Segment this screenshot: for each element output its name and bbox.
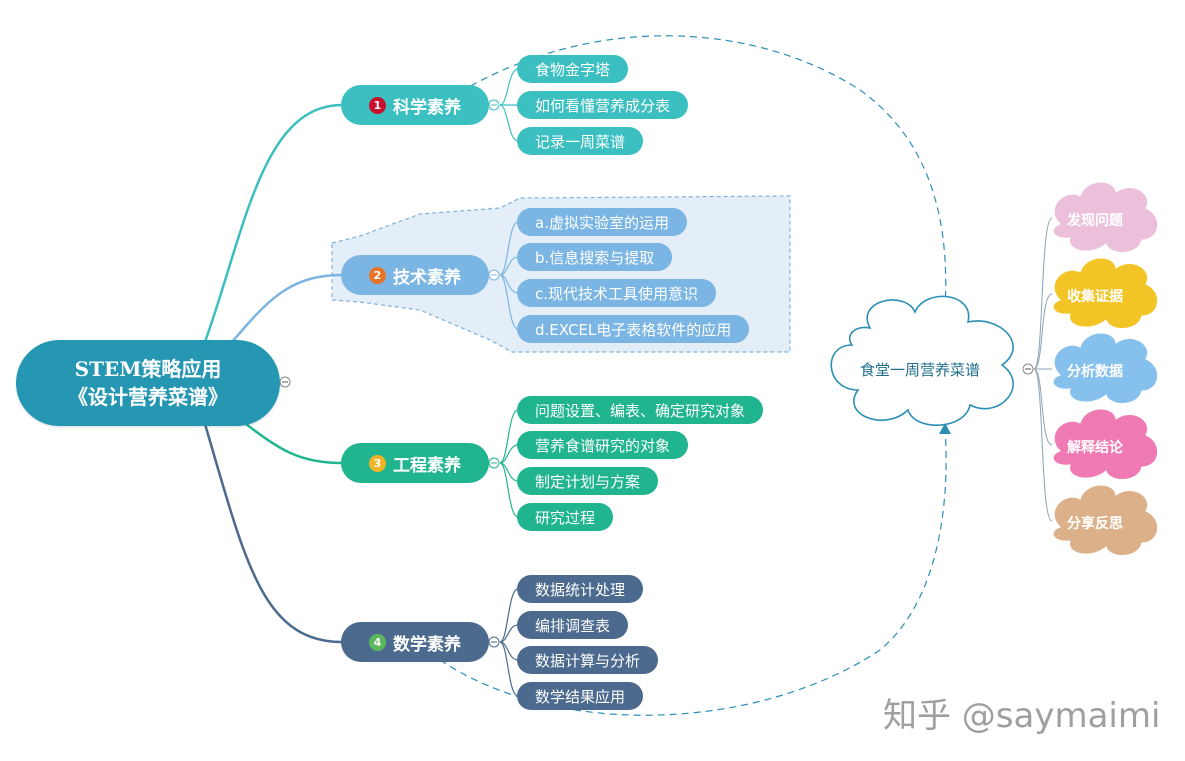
branch-label: 数学素养 (393, 634, 461, 655)
step-label-5[interactable]: 分享反思 (1067, 516, 1123, 532)
step-label-2[interactable]: 收集证据 (1067, 289, 1123, 305)
collapse-toggle-engineering[interactable] (488, 457, 500, 469)
collapse-toggle-tech[interactable] (488, 269, 500, 281)
step-label-1[interactable]: 发现问题 (1067, 213, 1123, 229)
branch-science[interactable]: 1 科学素养 (341, 85, 489, 125)
connectors-math (499, 588, 519, 697)
number-badge-icon: 2 (369, 266, 386, 284)
connectors-steps (1033, 217, 1053, 522)
number-badge-icon: 3 (369, 454, 386, 472)
center-cloud-label[interactable]: 食堂一周营养菜谱 (860, 361, 981, 379)
leaf-science-3[interactable]: 记录一周菜谱 (517, 127, 644, 155)
leaf-tech-4[interactable]: d.EXCEL电子表格软件的应用 (517, 315, 750, 343)
number-badge-icon: 4 (369, 633, 386, 651)
leaf-engineering-3[interactable]: 制定计划与方案 (517, 467, 659, 495)
connectors-science (499, 68, 519, 142)
leaf-science-1[interactable]: 食物金字塔 (517, 55, 629, 83)
step-label-3[interactable]: 分析数据 (1067, 364, 1123, 380)
connectors-tech (499, 221, 519, 330)
leaf-tech-1[interactable]: a.虚拟实验室的运用 (517, 208, 687, 236)
leaf-math-1[interactable]: 数据统计处理 (517, 575, 644, 603)
collapse-toggle-cloud[interactable] (1022, 363, 1034, 375)
collapse-toggle-root[interactable] (279, 376, 291, 388)
watermark: 知乎 @saymaimi (883, 696, 1161, 736)
branch-math[interactable]: 4 数学素养 (341, 622, 489, 662)
connector-root-tech (231, 273, 343, 343)
collapse-toggle-science[interactable] (488, 99, 500, 111)
leaf-math-2[interactable]: 编排调查表 (517, 611, 629, 639)
root-title-line1: STEM策略应用 (74, 357, 222, 381)
step-cloud-3 (1052, 332, 1158, 404)
arrow-head-bottom (939, 423, 951, 434)
leaf-engineering-4[interactable]: 研究过程 (517, 503, 614, 531)
leaf-engineering-1[interactable]: 问题设置、编表、确定研究对象 (517, 396, 764, 424)
step-cloud-5 (1052, 484, 1158, 556)
step-label-4[interactable]: 解释结论 (1067, 440, 1123, 456)
branch-label: 工程素养 (393, 455, 461, 476)
center-cloud-shape (830, 295, 1014, 426)
leaf-math-4[interactable]: 数学结果应用 (517, 682, 644, 710)
collapse-toggle-math[interactable] (488, 636, 500, 648)
branch-label: 技术素养 (393, 267, 461, 288)
relationship-arrow-bottom (439, 427, 947, 716)
leaf-tech-3[interactable]: c.现代技术工具使用意识 (517, 279, 717, 307)
step-cloud-4 (1052, 408, 1158, 480)
step-cloud-1 (1052, 181, 1158, 253)
leaf-science-2[interactable]: 如何看懂营养成分表 (517, 91, 689, 119)
leaf-math-3[interactable]: 数据计算与分析 (517, 646, 659, 674)
branch-engineering[interactable]: 3 工程素养 (341, 443, 489, 483)
branch-label: 科学素养 (393, 97, 461, 118)
connector-root-science (203, 103, 343, 343)
root-title-line2: 《设计营养菜谱》 (68, 385, 228, 409)
connector-root-math (203, 423, 343, 644)
root-topic[interactable]: STEM策略应用 《设计营养菜谱》 (16, 340, 280, 426)
leaf-tech-2[interactable]: b.信息搜索与提取 (517, 243, 673, 271)
connectors-engineering (499, 409, 519, 518)
leaf-engineering-2[interactable]: 营养食谱研究的对象 (517, 431, 689, 459)
step-cloud-2 (1052, 257, 1158, 329)
connector-root-engineering (245, 423, 343, 465)
branch-tech[interactable]: 2 技术素养 (341, 255, 489, 295)
number-badge-icon: 1 (369, 96, 386, 114)
